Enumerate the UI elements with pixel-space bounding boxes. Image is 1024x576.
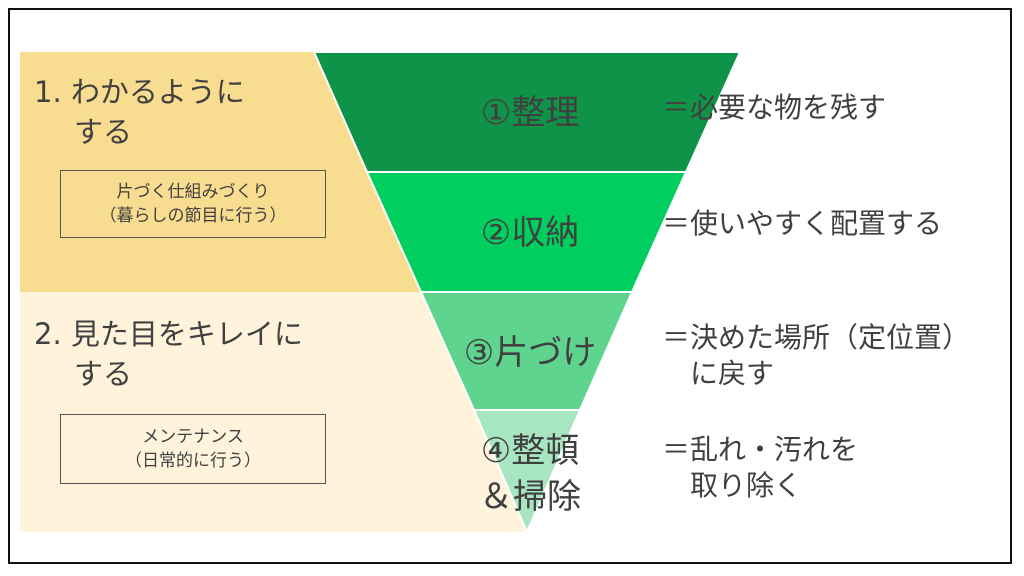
step1-description: ＝必要な物を残す <box>662 90 886 126</box>
section2-note-line2: （日常的に行う） <box>125 451 261 471</box>
section1-note-box: 片づく仕組みづくり （暮らしの節目に行う） <box>60 170 326 238</box>
lower-panel-background <box>20 292 527 532</box>
section1-note-line1: 片づく仕組みづくり <box>116 182 270 202</box>
step2-label-line: ②収納 <box>480 213 580 253</box>
section2-heading-line2: する <box>74 357 133 391</box>
section2-note-box: メンテナンス （日常的に行う） <box>60 414 326 484</box>
step3-label-line: ③片づけ <box>463 333 597 373</box>
section2-heading-line1: 2. 見た目をキレイに <box>34 317 303 351</box>
section1-note-line2: （暮らしの節目に行う） <box>99 206 287 226</box>
section2-note-line1: メンテナンス <box>142 427 244 447</box>
step4-label: ④整頓 ＆掃除 <box>455 428 605 520</box>
step2-description-line: ＝使いやすく配置する <box>662 207 943 240</box>
step3-label: ③片づけ <box>445 330 615 376</box>
step4-label-line2: ＆掃除 <box>479 477 581 517</box>
step2-label: ②収納 <box>455 210 605 256</box>
step2-description: ＝使いやすく配置する <box>662 206 942 242</box>
section2-heading: 2. 見た目をキレイに する <box>34 314 303 394</box>
step3-description-line1: ＝決めた場所（定位置） <box>662 321 971 354</box>
upper-panel-background <box>20 52 421 292</box>
step3-description-line2: に戻す <box>662 357 775 390</box>
funnel-tier-seiton-soji <box>472 409 582 535</box>
step4-description-line1: ＝乱れ・汚れを <box>662 433 859 466</box>
step1-description-line: ＝必要な物を残す <box>662 91 887 124</box>
section1-heading-line1: 1. わかるように <box>34 75 245 109</box>
step4-label-line1: ④整頓 <box>480 431 580 471</box>
section1-heading: 1. わかるように する <box>34 72 245 152</box>
step4-description: ＝乱れ・汚れを 取り除く <box>662 432 858 504</box>
step1-label: ①整理 <box>455 90 605 136</box>
step3-description: ＝決めた場所（定位置） に戻す <box>662 320 970 392</box>
step1-label-line: ①整理 <box>480 93 580 133</box>
section1-heading-line2: する <box>74 115 133 149</box>
step4-description-line2: 取り除く <box>662 469 803 502</box>
